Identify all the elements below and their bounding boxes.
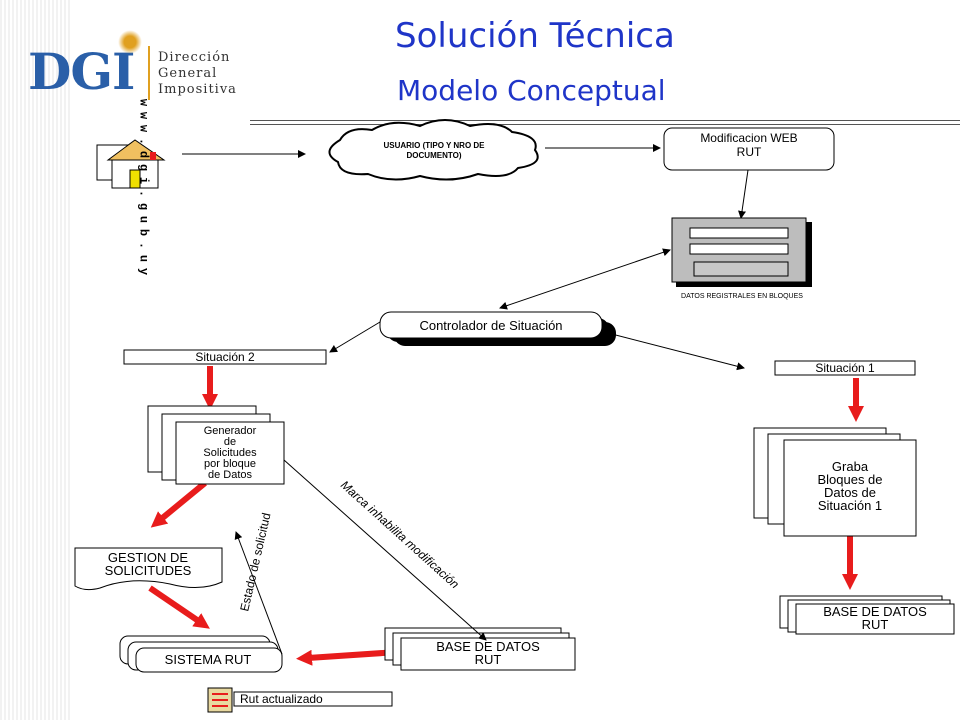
url-char: w <box>136 124 151 133</box>
graba-line-3: Datos de <box>824 485 876 500</box>
base-datos-left-line-1: BASE DE DATOS <box>436 639 540 654</box>
dgi-logo: DGI Dirección General Impositiva <box>28 28 258 108</box>
base-datos-left-box: BASE DE DATOS RUT <box>384 627 576 671</box>
url-char: w <box>136 111 151 120</box>
url-char: g <box>136 202 151 211</box>
logo-separator <box>148 46 150 100</box>
marca-inhabilita-label: Marca inhabilita modificación <box>338 478 462 592</box>
url-char: i <box>136 176 151 185</box>
arrow-controlador-sit1 <box>603 331 745 371</box>
url-char: g <box>136 163 151 172</box>
generador-line-1: Generador <box>204 425 257 437</box>
house-icon <box>96 139 166 189</box>
usuario-line-1: USUARIO (TIPO Y NRO DE <box>383 141 485 150</box>
url-char: d <box>136 150 151 159</box>
modificacion-web-box: Modificacion WEB RUT <box>663 127 835 171</box>
datos-registrales-form-icon <box>671 217 812 287</box>
base-datos-right-line-2: RUT <box>862 617 889 632</box>
graba-line-2: Bloques de <box>817 472 882 487</box>
usuario-line-2: DOCUMENTO) <box>407 151 462 160</box>
sistema-rut-label: SISTEMA RUT <box>165 652 252 667</box>
gestion-line-2: SOLICITUDES <box>105 563 192 578</box>
url-char: . <box>136 189 151 198</box>
url-char: u <box>136 254 151 263</box>
red-arrow-generador-gestion <box>150 480 207 528</box>
generador-line-2: de <box>224 436 236 448</box>
url-char: . <box>136 241 151 250</box>
header-divider <box>250 120 960 125</box>
controlador-label: Controlador de Situación <box>419 318 562 333</box>
arrow-generador-base <box>283 459 487 641</box>
rut-actualizado-label: Rut actualizado <box>240 692 323 706</box>
base-datos-right-box: BASE DE DATOS RUT <box>779 595 955 635</box>
graba-box: Graba Bloques de Datos de Situación 1 <box>753 427 917 537</box>
modificacion-web-line-1: Modificacion WEB <box>700 131 797 145</box>
graba-line-1: Graba <box>832 459 869 474</box>
arrow-web-datos <box>738 169 749 219</box>
url-char: . <box>136 137 151 146</box>
graba-line-4: Situación 1 <box>818 498 882 513</box>
controlador-box: Controlador de Situación <box>379 311 616 346</box>
logo-fullname: Dirección General Impositiva <box>158 50 237 98</box>
logo-line-2: General <box>158 66 218 81</box>
base-datos-right-line-1: BASE DE DATOS <box>823 604 927 619</box>
red-flow-arrows <box>148 366 864 666</box>
situacion2-label: Situación 2 <box>195 350 255 364</box>
gestion-line-1: GESTION DE <box>108 550 189 565</box>
logo-line-1: Dirección <box>158 50 231 65</box>
arrow-sistema-gestion <box>234 531 283 655</box>
generador-box: Generador de Solicitudes por bloque de D… <box>147 405 285 485</box>
page-subtitle: Modelo Conceptual <box>397 74 666 107</box>
estado-solicitud-label: Estado de solicitud <box>237 511 273 612</box>
generador-line-3: Solicitudes <box>203 447 257 459</box>
sistema-rut-box: SISTEMA RUT <box>119 635 283 673</box>
red-arrow-base-sistema <box>296 649 399 666</box>
url-char: b <box>136 228 151 237</box>
generador-line-4: por bloque <box>204 458 256 470</box>
logo-acronym: DGI <box>28 42 135 101</box>
left-stripe-decoration <box>0 0 70 720</box>
page-title: Solución Técnica <box>395 16 675 56</box>
base-datos-left-line-2: RUT <box>475 652 502 667</box>
url-char: y <box>136 267 151 276</box>
arrow-controlador-sit2 <box>329 321 381 353</box>
url-char: u <box>136 215 151 224</box>
generador-line-5: de Datos <box>208 469 253 481</box>
situacion2-box: Situación 2 <box>123 349 327 365</box>
situacion1-label: Situación 1 <box>815 361 875 375</box>
rut-actualizado-item: Rut actualizado <box>207 687 393 713</box>
red-arrow-gestion-sistema <box>148 585 210 629</box>
logo-line-3: Impositiva <box>158 82 237 97</box>
situacion1-box: Situación 1 <box>774 360 916 376</box>
sun-icon <box>118 30 142 54</box>
url-char: w <box>136 98 151 107</box>
usuario-cloud: USUARIO (TIPO Y NRO DE DOCUMENTO) <box>328 119 539 181</box>
arrow-datos-controlador <box>499 248 671 310</box>
datos-registrales-label: DATOS REGISTRALES EN BLOQUES <box>681 293 803 300</box>
modificacion-web-line-2: RUT <box>737 145 762 159</box>
gestion-box: GESTION DE SOLICITUDES <box>74 547 223 591</box>
